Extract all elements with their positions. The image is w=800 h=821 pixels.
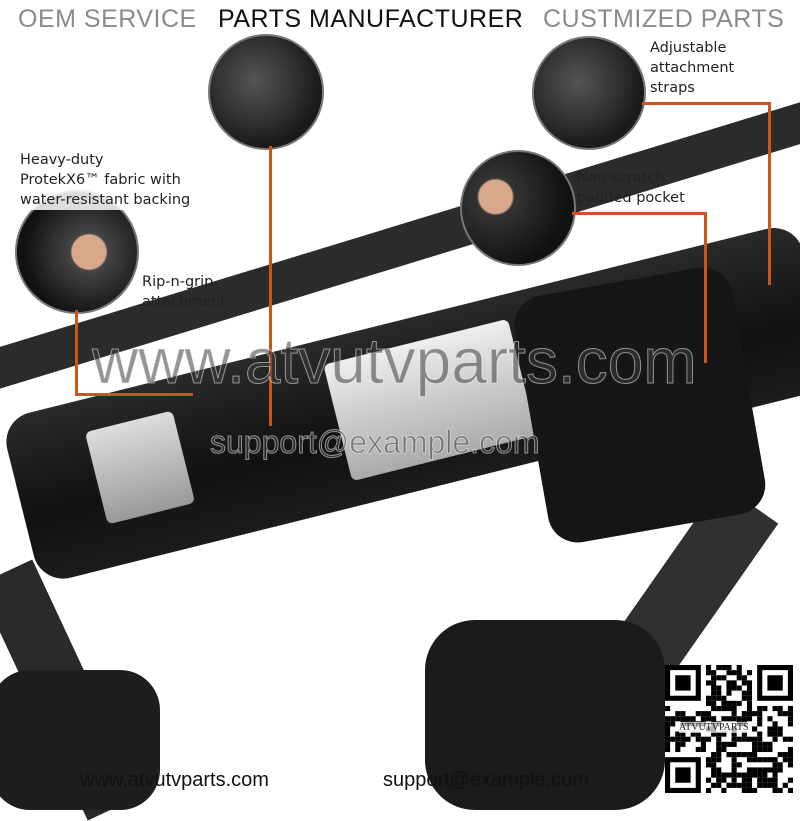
callout-straps: Adjustable attachment straps (650, 40, 735, 96)
watermark-email: support@example.com (210, 424, 541, 461)
leader-line-grip-v (75, 310, 78, 395)
footer-url[interactable]: www.atvutvparts.com (80, 769, 269, 791)
leader-line-fabric (269, 146, 272, 426)
qr-code: ATVUTVPARTS (665, 665, 793, 793)
detail-circle-fabric (208, 34, 324, 150)
bag-pocket-right (509, 262, 771, 548)
seat-headrest-right (425, 620, 665, 810)
callout-pocket: Non-scratch padded pocket (577, 170, 685, 206)
leader-line-straps-v (768, 102, 771, 285)
watermark-url: www.atvutvparts.com (92, 325, 698, 397)
header-parts-manufacturer: PARTS MANUFACTURER (218, 5, 524, 33)
header-customized-parts: CUSTMIZED PARTS (543, 5, 785, 33)
leader-line-pocket-v (704, 212, 707, 363)
detail-circle-straps (532, 36, 646, 150)
detail-circle-pocket (460, 150, 576, 266)
leader-line-straps-h (642, 102, 770, 105)
seat-headrest-left (0, 670, 160, 810)
footer-email[interactable]: support@example.com (383, 769, 589, 791)
qr-label: ATVUTVPARTS (679, 722, 749, 733)
leader-line-grip-h (75, 393, 193, 396)
header-oem-service: OEM SERVICE (18, 5, 197, 33)
callout-grip: Rip-n-grip attachment (142, 274, 227, 310)
callout-fabric: Heavy-duty ProtekX6™ fabric with water-r… (20, 150, 191, 210)
leader-line-pocket-h (572, 212, 706, 215)
qr-code-pattern (665, 665, 793, 793)
